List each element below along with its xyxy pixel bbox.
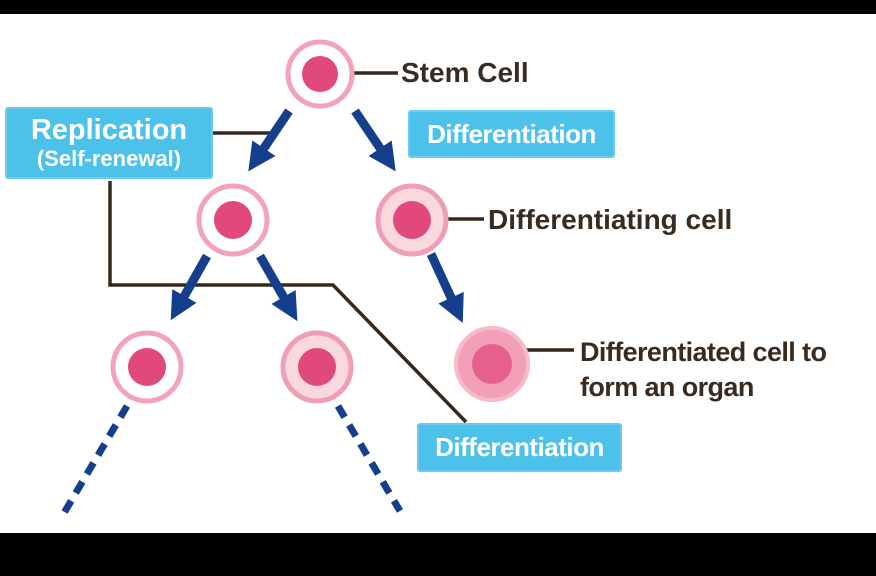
arrow-midstem-to-stem (170, 253, 211, 321)
stem-cell-label: Stem Cell (401, 57, 529, 88)
stem-cell-top (285, 39, 355, 109)
stem-cell-bottom (110, 330, 184, 404)
continuation-dashed-line-left (60, 404, 131, 515)
differentiated-cell-nucleus (472, 344, 512, 384)
differentiating-cell-middle-nucleus (393, 201, 431, 239)
stem-cell-middle (196, 183, 270, 257)
differentiation-top-label: Differentiation (427, 118, 596, 149)
differentiated-cell-label: Differentiated cell to form an organ (580, 335, 827, 405)
arrow-stem-to-stem (248, 108, 293, 172)
arrow-differentiating-to-differentiated (426, 252, 464, 324)
differentiated-cell-label-line1: Differentiated cell to (580, 337, 827, 367)
letterbox-bottom-bar (0, 533, 876, 576)
continuation-dashed-line-right (334, 404, 404, 513)
differentiated-cell-label-line2: form an organ (580, 372, 754, 402)
replication-label-title: Replication (30, 114, 188, 146)
differentiating-cell-middle (375, 183, 449, 257)
replication-elbow-connector-line (108, 181, 468, 424)
differentiating-cell-bottom-nucleus (298, 348, 336, 386)
letterbox-top-bar (0, 0, 876, 14)
arrow-stem-to-differentiating (351, 108, 396, 172)
differentiating-cell-bottom (280, 330, 354, 404)
stem-cell-bottom-nucleus (128, 348, 166, 386)
differentiation-bottom-label-box: Differentiation (417, 423, 622, 472)
differentiating-cell-label: Differentiating cell (488, 204, 733, 235)
arrow-midstem-to-differentiating (256, 253, 298, 322)
stem-cell-top-nucleus (302, 56, 338, 92)
stem-cell-middle-nucleus (214, 201, 252, 239)
replication-label-box: Replication (Self-renewal) (5, 107, 213, 179)
differentiation-top-label-box: Differentiation (408, 110, 615, 158)
differentiated-cell (454, 326, 530, 402)
differentiation-bottom-label: Differentiation (435, 432, 604, 462)
replication-label-subtitle: (Self-renewal) (36, 146, 182, 171)
